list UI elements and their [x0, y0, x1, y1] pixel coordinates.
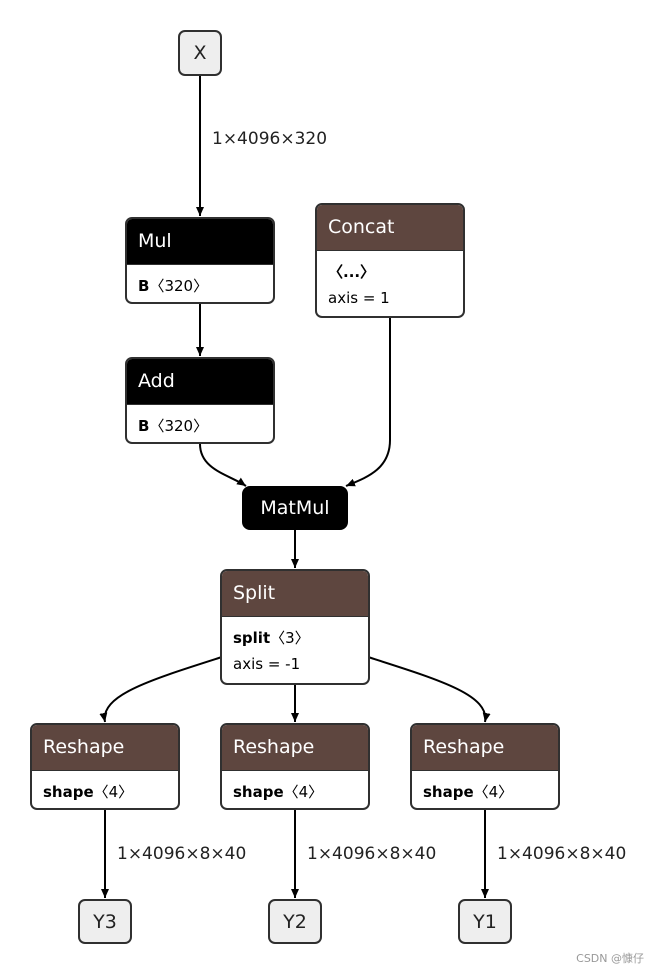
split-attr-val: 〈3〉 [270, 629, 310, 647]
edge-concat-matmul [345, 318, 391, 487]
mul-attr-val: 〈320〉 [149, 277, 209, 295]
add-attr-val: 〈320〉 [149, 417, 209, 435]
split-title: Split [222, 571, 368, 616]
mul-node[interactable]: Mul B〈320〉 [125, 217, 275, 304]
split-attrs: split〈3〉 axis = -1 [222, 616, 368, 677]
reshape-left-attr-key: shape [43, 783, 94, 801]
reshape-left-attr-val: 〈4〉 [93, 783, 134, 801]
edge-split-reshape1 [99, 656, 223, 723]
add-title: Add [127, 359, 273, 404]
watermark: CSDN @慷仔 [576, 952, 644, 965]
reshape-middle-attr-val: 〈4〉 [283, 783, 324, 801]
reshape-right-attr-val: 〈4〉 [473, 783, 514, 801]
edge-add-matmul [199, 443, 247, 487]
edge-label-reshape-left-out: 1×4096×8×40 [117, 844, 247, 864]
reshape-right-title: Reshape [412, 725, 558, 770]
output-y3-node[interactable]: Y3 [78, 899, 132, 944]
concat-attr-key: 〈...〉 [328, 263, 376, 281]
add-attrs: B〈320〉 [127, 404, 273, 439]
reshape-middle-attrs: shape〈4〉 [222, 770, 368, 805]
reshape-node-middle[interactable]: Reshape shape〈4〉 [220, 723, 370, 810]
edge-split-reshape3 [367, 656, 491, 723]
split-attr-key: split [233, 629, 271, 647]
split-node[interactable]: Split split〈3〉 axis = -1 [220, 569, 370, 685]
edge-label-x-mul: 1×4096×320 [212, 129, 328, 149]
reshape-left-title: Reshape [32, 725, 178, 770]
matmul-title: MatMul [260, 497, 330, 519]
reshape-left-attrs: shape〈4〉 [32, 770, 178, 805]
mul-attr-key: B [138, 277, 150, 295]
output-y2-node[interactable]: Y2 [268, 899, 322, 944]
split-attr-axis: axis = -1 [233, 655, 301, 673]
edge-label-reshape-middle-out: 1×4096×8×40 [307, 844, 437, 864]
reshape-right-attrs: shape〈4〉 [412, 770, 558, 805]
add-node[interactable]: Add B〈320〉 [125, 357, 275, 444]
reshape-node-left[interactable]: Reshape shape〈4〉 [30, 723, 180, 810]
concat-attrs: 〈...〉 axis = 1 [317, 250, 463, 311]
input-x-node[interactable]: X [178, 30, 222, 76]
reshape-right-attr-key: shape [423, 783, 474, 801]
mul-title: Mul [127, 219, 273, 264]
reshape-node-right[interactable]: Reshape shape〈4〉 [410, 723, 560, 810]
reshape-middle-attr-key: shape [233, 783, 284, 801]
concat-title: Concat [317, 205, 463, 250]
output-y3-label: Y3 [93, 910, 117, 933]
edge-label-reshape-right-out: 1×4096×8×40 [497, 844, 627, 864]
output-y1-node[interactable]: Y1 [458, 899, 512, 944]
reshape-middle-title: Reshape [222, 725, 368, 770]
mul-attrs: B〈320〉 [127, 264, 273, 299]
matmul-node[interactable]: MatMul [242, 486, 348, 530]
concat-node[interactable]: Concat 〈...〉 axis = 1 [315, 203, 465, 318]
concat-attr-axis: axis = 1 [328, 289, 390, 307]
input-x-label: X [193, 42, 207, 64]
add-attr-key: B [138, 417, 150, 435]
output-y1-label: Y1 [473, 910, 497, 933]
output-y2-label: Y2 [283, 910, 307, 933]
